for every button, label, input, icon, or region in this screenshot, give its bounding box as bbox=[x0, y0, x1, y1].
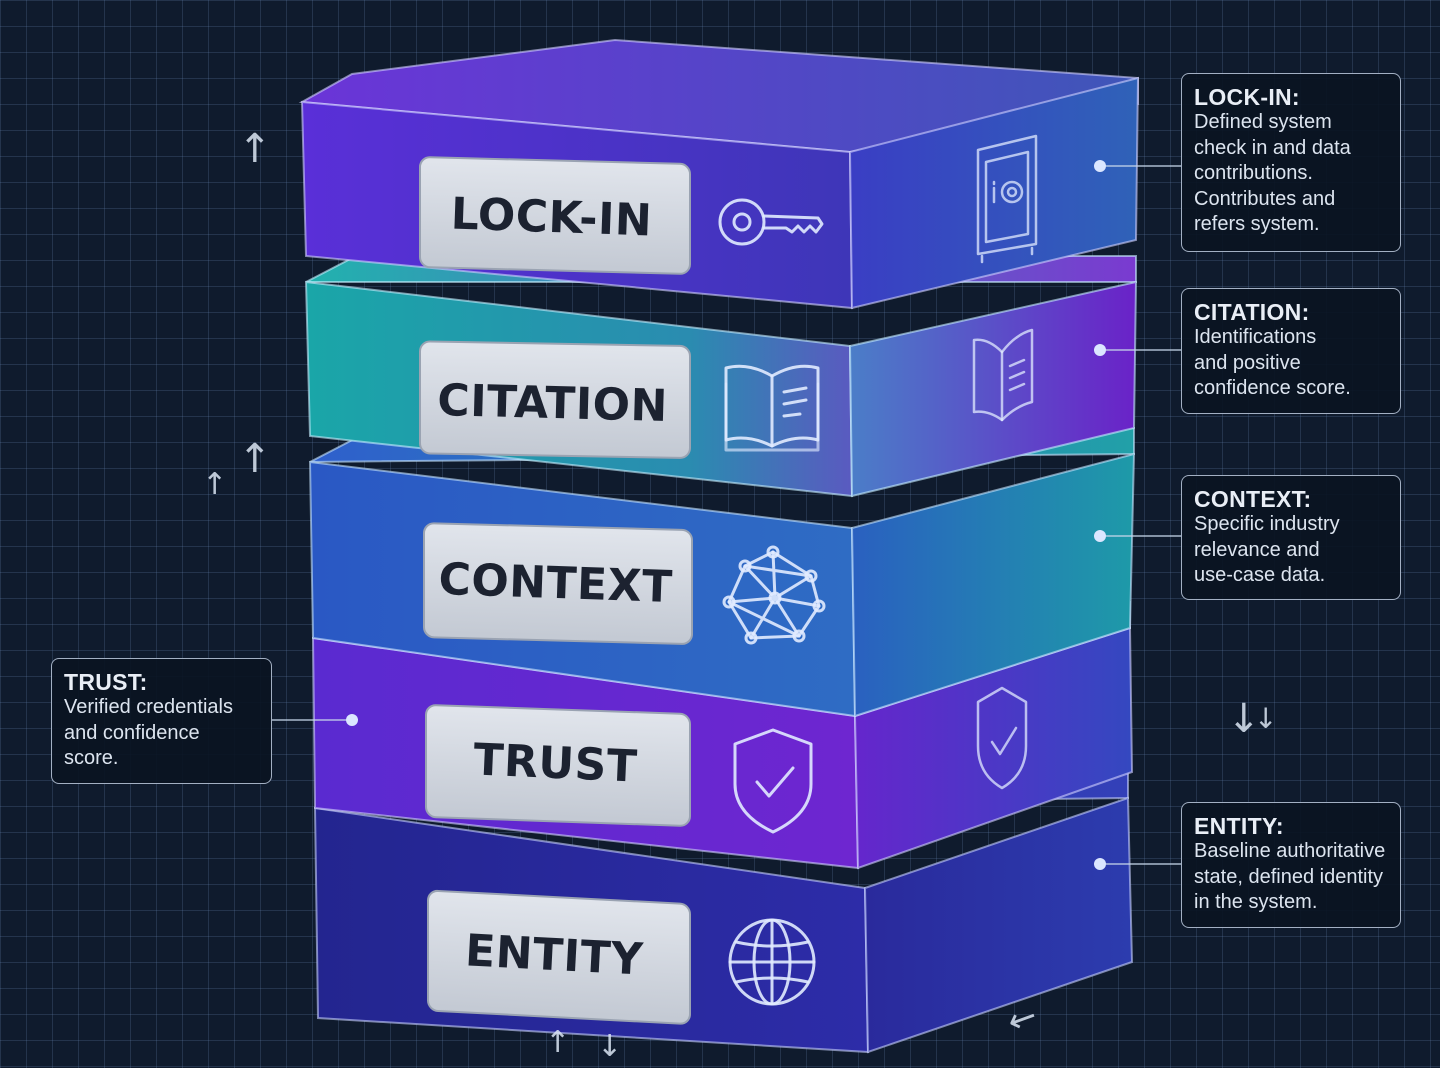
trust-label-plate bbox=[425, 704, 691, 827]
context-connector-dot bbox=[1094, 530, 1106, 542]
down-arrow-icon: ↓ bbox=[597, 1029, 623, 1064]
layer-entity: ENTITY bbox=[313, 770, 1134, 1054]
citation-label: CITATION bbox=[437, 375, 669, 432]
lock-in-connector-dot bbox=[1094, 160, 1106, 172]
lock-in-label: LOCK-IN bbox=[450, 188, 653, 246]
down-arrow-icon: ↓ bbox=[1254, 702, 1278, 735]
callout-context-title: CONTEXT: bbox=[1194, 486, 1312, 512]
trust-connector-dot bbox=[346, 714, 358, 726]
callout-entity: ENTITY: Baseline authoritative state, de… bbox=[1181, 802, 1401, 928]
callout-citation: CITATION: Identifications and positive c… bbox=[1181, 288, 1401, 414]
key-icon bbox=[718, 198, 824, 246]
entity-label: ENTITY bbox=[464, 925, 645, 985]
callout-lock-in: LOCK-IN: Defined system check in and dat… bbox=[1181, 73, 1401, 252]
citation-side-face bbox=[848, 280, 1138, 498]
up-arrow-icon: ↑ bbox=[238, 126, 272, 172]
callout-entity-title: ENTITY: bbox=[1194, 813, 1284, 839]
context-label-plate bbox=[423, 522, 693, 645]
callout-trust-title: TRUST: bbox=[64, 669, 148, 695]
up-arrow-icon: ↑ bbox=[202, 467, 228, 502]
entity-connector-dot bbox=[1094, 858, 1106, 870]
callout-trust: TRUST: Verified credentials and confiden… bbox=[51, 658, 272, 784]
callout-context-body: Specific industry relevance and use-case… bbox=[1194, 513, 1340, 586]
network-graph-icon bbox=[722, 545, 826, 645]
callout-entity-body: Baseline authoritative state, defined id… bbox=[1194, 840, 1386, 913]
callout-citation-body: Identifications and positive confidence … bbox=[1194, 326, 1351, 399]
shield-check-icon bbox=[733, 728, 813, 834]
up-arrow-icon: ↑ bbox=[238, 436, 272, 482]
open-book-icon bbox=[724, 364, 820, 452]
safe-icon bbox=[976, 134, 1038, 264]
connector-lines bbox=[272, 165, 1182, 865]
layer-lock-in: LOCK-IN bbox=[298, 38, 1140, 310]
trust-label: TRUST bbox=[472, 734, 638, 792]
callout-lock-in-title: LOCK-IN: bbox=[1194, 84, 1300, 110]
callout-context: CONTEXT: Specific industry relevance and… bbox=[1181, 475, 1401, 600]
callout-lock-in-body: Defined system check in and data contrib… bbox=[1194, 111, 1351, 235]
globe-icon bbox=[728, 918, 816, 1006]
callout-trust-body: Verified credentials and confidence scor… bbox=[64, 696, 233, 769]
context-side-face bbox=[850, 452, 1136, 718]
callout-citation-title: CITATION: bbox=[1194, 299, 1310, 325]
entity-label-plate bbox=[427, 889, 691, 1025]
entity-side-face bbox=[863, 796, 1134, 1054]
shield-check-side-icon bbox=[976, 686, 1028, 790]
lock-in-label-plate bbox=[419, 156, 691, 275]
citation-label-plate bbox=[419, 340, 691, 459]
down-arrow-icon: ↓ bbox=[1227, 696, 1261, 742]
book-side-icon bbox=[972, 328, 1034, 422]
context-label: CONTEXT bbox=[438, 554, 674, 613]
up-arrow-icon: ↑ bbox=[545, 1025, 571, 1060]
citation-connector-dot bbox=[1094, 344, 1106, 356]
